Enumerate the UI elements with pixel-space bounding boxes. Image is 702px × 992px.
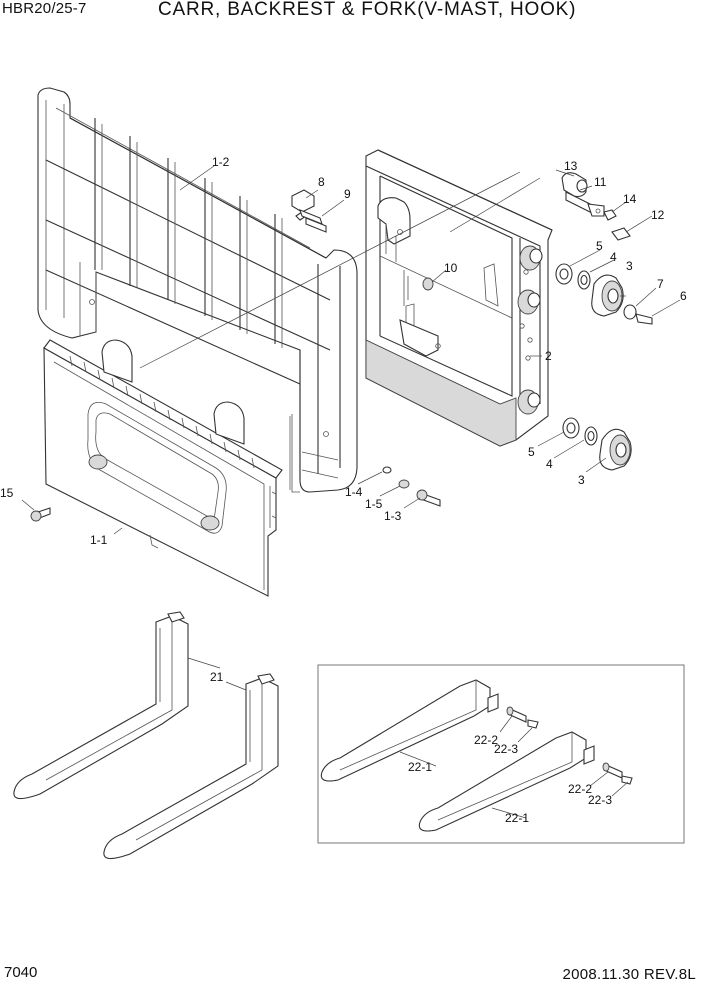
label-3b: 3 <box>578 473 585 487</box>
page-number: 7040 <box>4 964 38 981</box>
backrest <box>37 87 358 493</box>
label-3a: 3 <box>626 259 633 273</box>
label-12: 12 <box>651 208 665 222</box>
label-8: 8 <box>318 175 325 189</box>
label-22-3b: 22-3 <box>588 793 612 807</box>
label-6: 6 <box>680 289 687 303</box>
label-22-1b: 22-1 <box>505 811 529 825</box>
part-callouts: 1-2 8 9 13 11 14 12 10 5 4 3 7 6 2 5 4 3… <box>0 155 687 825</box>
label-14: 14 <box>623 192 637 206</box>
label-5b: 5 <box>528 445 535 459</box>
label-11: 11 <box>594 175 607 189</box>
label-10: 10 <box>444 261 458 275</box>
label-4a: 4 <box>610 250 617 264</box>
label-22-2a: 22-2 <box>474 733 498 747</box>
model-code: HBR20/25-7 <box>2 0 87 17</box>
label-22-3a: 22-3 <box>494 742 518 756</box>
carriage-plate <box>43 339 283 597</box>
label-22-2b: 22-2 <box>568 782 592 796</box>
label-1-3: 1-3 <box>384 509 402 523</box>
revision-date: 2008.11.30 REV.8L <box>562 966 696 983</box>
hook-fork-inset <box>317 664 685 844</box>
carriage-frame <box>365 149 553 447</box>
label-1-1: 1-1 <box>90 533 108 547</box>
label-21: 21 <box>210 670 224 684</box>
label-4b: 4 <box>546 457 553 471</box>
label-1-5: 1-5 <box>365 497 383 511</box>
label-5a: 5 <box>596 239 603 253</box>
label-1-4: 1-4 <box>345 485 363 499</box>
label-13: 13 <box>564 159 578 173</box>
label-9: 9 <box>344 187 351 201</box>
label-22-1a: 22-1 <box>408 760 432 774</box>
leader-lines <box>21 165 681 819</box>
page-title: CARR, BACKREST & FORK(V-MAST, HOOK) <box>158 0 577 20</box>
small-parts <box>30 172 653 522</box>
label-1-2: 1-2 <box>212 155 230 169</box>
label-2: 2 <box>545 349 552 363</box>
label-7: 7 <box>657 277 664 291</box>
label-15: 15 <box>0 486 14 500</box>
forks <box>13 611 279 860</box>
